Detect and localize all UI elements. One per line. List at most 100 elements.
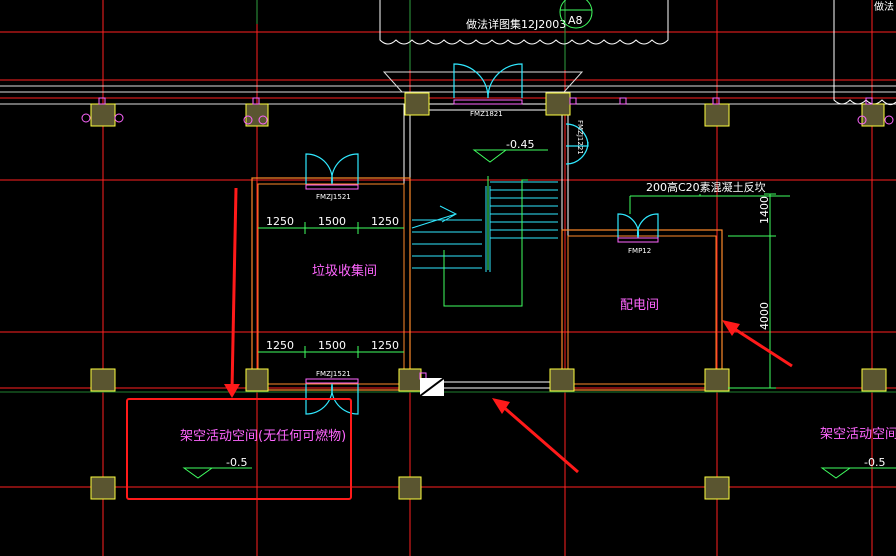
- door-tag-box: [305, 184, 359, 190]
- column: [90, 368, 116, 392]
- door-garbage-top-left: [305, 153, 333, 185]
- equipment-symbol: [81, 113, 91, 123]
- equipment-symbol: [98, 97, 106, 105]
- dim-lower-1: 1250: [266, 339, 294, 352]
- walls: [251, 103, 723, 391]
- door-top-right-leaf: [487, 63, 523, 99]
- column: [704, 103, 730, 127]
- door-tags: FMZ1821 FMZJ1221 FMZJ1521 FMZJ1521 FMP12: [305, 99, 659, 384]
- annotation-arrow-1-shaft: [230, 187, 238, 391]
- revision-cloud-top: [379, 0, 669, 45]
- dimension-vertical: [629, 193, 790, 389]
- door-side-lower: [565, 141, 589, 165]
- dim-vertical-bottom: 4000: [758, 302, 771, 330]
- column: [704, 476, 730, 500]
- door-top-left-leaf: [453, 63, 489, 99]
- level-mark-right: [820, 467, 896, 479]
- dimension-lower: [258, 346, 404, 358]
- annotation-arrow-3-shaft: [729, 324, 793, 368]
- dim-upper-3: 1250: [371, 215, 399, 228]
- stair-arrows: [443, 176, 528, 307]
- column: [549, 368, 575, 392]
- room-label-garbage: 垃圾收集间: [312, 263, 377, 279]
- equipment-symbol: [569, 97, 577, 105]
- equipment-symbol: [114, 113, 124, 123]
- equipment-symbol: [884, 115, 894, 125]
- stair-level-text: -0.45: [506, 138, 534, 151]
- equipment-symbol: [243, 115, 253, 125]
- cursor-marker-slash: [419, 377, 445, 397]
- annotation-arrow-1-head: [224, 384, 240, 398]
- equipment-symbol: [865, 97, 873, 105]
- equipment-symbol: [712, 97, 720, 105]
- door-tag-garbage-top: FMZJ1521: [316, 193, 351, 201]
- door-power-left: [617, 213, 639, 239]
- detail-index-label: A8: [568, 14, 583, 27]
- column: [245, 103, 269, 127]
- door-tag-box: [617, 237, 659, 243]
- annotations: [126, 187, 793, 500]
- equipment-symbol: [258, 115, 268, 125]
- stair-path-arrow: [443, 179, 528, 307]
- equipment-symbols: [81, 97, 894, 380]
- room-label-power: 配电间: [620, 298, 659, 313]
- door-garbage-top-right: [331, 153, 359, 185]
- column: [398, 368, 422, 392]
- annotation-highlight-box: [126, 398, 352, 500]
- equipment-symbol: [619, 97, 627, 105]
- right-edge-note: 做法: [874, 0, 894, 13]
- column: [245, 368, 269, 392]
- door-tag-power: FMP12: [628, 247, 651, 255]
- door-tag-box: [453, 99, 523, 105]
- level-triangle: [182, 467, 214, 479]
- column: [704, 368, 730, 392]
- dim-lower-3: 1250: [371, 339, 399, 352]
- level-triangle: [472, 149, 508, 163]
- column: [90, 103, 116, 127]
- column: [90, 476, 116, 500]
- annotation-arrow-3-head: [722, 320, 740, 336]
- garbage-room-wall: [251, 177, 411, 391]
- stair-treads: [411, 181, 558, 272]
- column: [861, 368, 887, 392]
- revision-cloud-right: [833, 0, 896, 106]
- level-triangle: [820, 467, 852, 479]
- detail-index-circle: [559, 0, 593, 29]
- open-space-label-right: 架空活动空间(: [820, 427, 896, 442]
- column: [398, 476, 422, 500]
- stair: [411, 176, 558, 307]
- power-room-wall: [561, 229, 723, 391]
- column: [545, 92, 571, 116]
- doors: [305, 63, 659, 415]
- cursor-marker: [419, 377, 445, 397]
- level-right-text: -0.5: [864, 456, 885, 469]
- open-space-label-left: 架空活动空间(无任何可燃物): [180, 428, 346, 444]
- level-left-text: -0.5: [226, 456, 247, 469]
- door-tag-box: [305, 378, 359, 384]
- dim-upper-2: 1500: [318, 215, 346, 228]
- green-grid-lines: [0, 0, 896, 393]
- power-room-wall-inner: [567, 235, 717, 385]
- annotation-arrow-2-shaft: [499, 402, 579, 474]
- annotation-arrow-2-head: [492, 398, 510, 414]
- door-tag-side: FMZJ1221: [576, 120, 584, 155]
- top-note: 做法详图集12J2003: [466, 17, 566, 31]
- dim-lower-2: 1500: [318, 339, 346, 352]
- columns: [90, 92, 887, 500]
- column: [404, 92, 430, 116]
- entrance-canopy: [382, 71, 584, 93]
- equipment-symbol: [857, 115, 867, 125]
- door-power-right: [637, 213, 659, 239]
- door-garbage-bottom-right: [331, 383, 359, 415]
- column: [861, 103, 885, 127]
- level-mark-left: [182, 467, 252, 479]
- dim-vertical-top: 1400: [758, 196, 771, 224]
- door-tag-garbage-bottom: FMZJ1521: [316, 370, 351, 378]
- dim-upper-1: 1250: [266, 215, 294, 228]
- garbage-room-wall-inner: [257, 183, 405, 385]
- stair-break-line: [411, 205, 458, 229]
- equipment-symbol: [252, 97, 260, 105]
